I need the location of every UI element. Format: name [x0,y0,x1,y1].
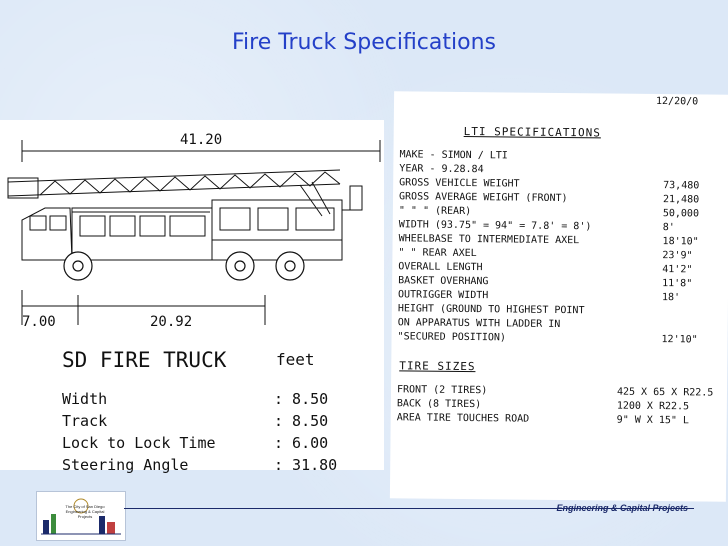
ladder-graphic [7,169,341,217]
spec-row: Track : 8.50 [62,412,362,432]
note-line: OVERALL LENGTH [398,261,483,274]
note-line: "SECURED POSITION) [397,331,506,344]
note-value: 18' [661,292,681,304]
note-line: GROSS AVERAGE WEIGHT (FRONT) [398,191,568,205]
note-line: MAKE - SIMON / LTI [399,149,508,162]
truck-body-graphic [21,185,363,261]
note-line: " " REAR AXEL [398,247,477,260]
skyline-icon [41,498,121,535]
spec-value: : 8.50 [274,390,329,408]
note-line: OUTRIGGER WIDTH [397,289,489,302]
note-value: 50,000 [662,208,700,220]
notes-heading: LTI SPECIFICATIONS [463,124,602,140]
note-line: WHEELBASE TO INTERMEDIATE AXEL [398,233,580,247]
handwritten-notes-panel: 12/20/0 LTI SPECIFICATIONS MAKE - SIMON … [389,91,728,502]
note-value: 21,480 [662,194,700,206]
note-value: 11'8" [662,278,693,290]
overall-length-label: 41.20 [180,132,222,148]
spec-heading: SD FIRE TRUCK [62,348,227,372]
note-line: ON APPARATUS WITH LADDER IN [397,317,561,331]
note-line: WIDTH (93.75" = 94" = 7.8' = 8') [398,219,592,233]
note-line: " " " (REAR) [398,205,472,218]
spec-value: : 31.80 [274,456,338,474]
spec-label: Width [62,390,108,408]
note-value: 41'2" [662,264,693,276]
city-logo: The City of San Diego Engineering & Capi… [36,491,126,541]
truck-drawing: 41.20 [7,132,381,330]
spec-row: Width : 8.50 [62,390,362,410]
tire-value: 425 X 65 X R22.5 [616,386,714,399]
front-overhang-label: 7.00 [22,314,56,330]
tire-line: FRONT (2 TIRES) [396,384,488,397]
note-value: 8' [662,222,675,234]
spec-label: Steering Angle [62,456,189,474]
footer-divider [124,508,694,509]
tire-heading: TIRE SIZES [399,359,476,374]
note-line: YEAR - 9.28.84 [399,163,484,176]
note-value: 23'9" [662,250,693,262]
truck-drawing-panel: 41.20 [0,120,384,474]
logo-text: The City of San Diego Engineering & Capi… [65,504,105,519]
note-value: 12'10" [661,334,698,346]
spec-value: : 8.50 [274,412,329,430]
spec-row: Steering Angle : 31.80 [62,456,362,476]
wheelbase-label: 20.92 [150,314,192,330]
tire-value: 1200 X R22.5 [616,400,690,413]
note-line: BASKET OVERHANG [398,275,489,288]
note-value: 73,480 [663,180,700,192]
note-value: 18'10" [662,236,699,248]
footer-text: Engineering & Capital Projects [556,503,688,513]
tire-line: BACK (8 TIRES) [396,398,482,411]
spec-value: : 6.00 [274,434,329,452]
note-line: HEIGHT (GROUND TO HIGHEST POINT [397,303,585,317]
slide-title: Fire Truck Specifications [232,30,496,55]
wheels-graphic [63,251,305,281]
spec-label: Lock to Lock Time [62,434,216,452]
spec-unit: feet [276,350,315,369]
tire-line: AREA TIRE TOUCHES ROAD [396,412,530,425]
spec-label: Track [62,412,108,430]
tire-value: 9" W X 15" L [616,414,690,427]
notes-date: 12/20/0 [655,95,699,108]
spec-row: Lock to Lock Time : 6.00 [62,434,362,454]
note-line: GROSS VEHICLE WEIGHT [399,177,520,190]
